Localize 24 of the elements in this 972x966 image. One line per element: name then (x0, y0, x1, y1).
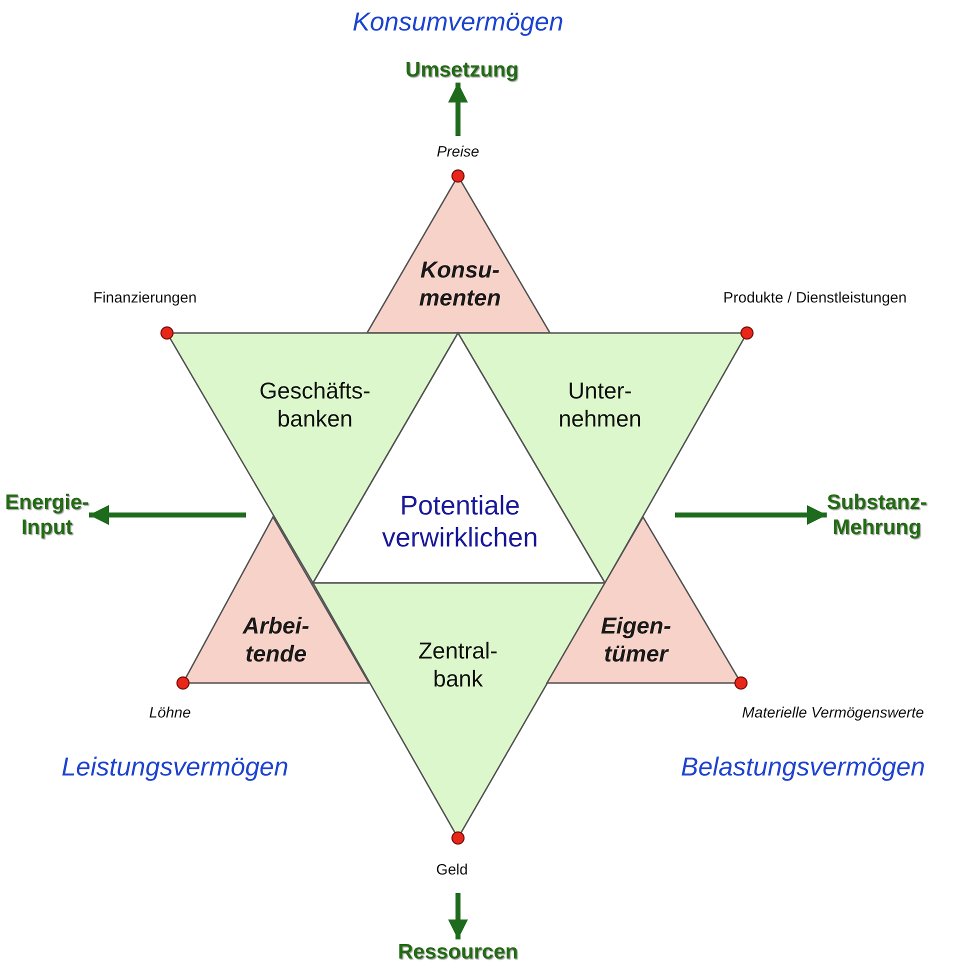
caption-text: Löhne (149, 704, 191, 722)
flow-label: Umsetzung (405, 57, 519, 83)
arrow (89, 505, 246, 525)
node-label: Potentiale verwirklichen (382, 490, 538, 554)
node-label: Arbei- tende (242, 612, 310, 668)
flow-label: Substanz- Mehrung (826, 490, 928, 540)
caption-text: Geld (436, 862, 468, 878)
caption-text: Preise (436, 144, 480, 160)
arrow (448, 893, 468, 940)
caption-text: Produkte / Dienstleistungen (723, 290, 907, 306)
caption-text: Materielle Vermögenswerte (742, 704, 924, 722)
arrow (675, 505, 827, 525)
flow-label: Ressourcen (398, 939, 518, 965)
flow-label: Energie- Input (4, 490, 90, 540)
node-label: Eigen- tümer (600, 612, 672, 668)
caption-text: Finanzierungen (93, 290, 197, 306)
node-label: Geschäfts- banken (259, 377, 371, 433)
caption-text: Belastungsvermögen (680, 752, 926, 782)
caption-text: Leistungsvermögen (62, 752, 288, 782)
node-label: Unter- nehmen (558, 377, 642, 433)
node-label: Konsu- menten (419, 256, 501, 312)
node-label: Zentral- bank (418, 637, 498, 693)
caption-text: Konsumvermögen (352, 6, 564, 38)
arrow (448, 82, 468, 136)
